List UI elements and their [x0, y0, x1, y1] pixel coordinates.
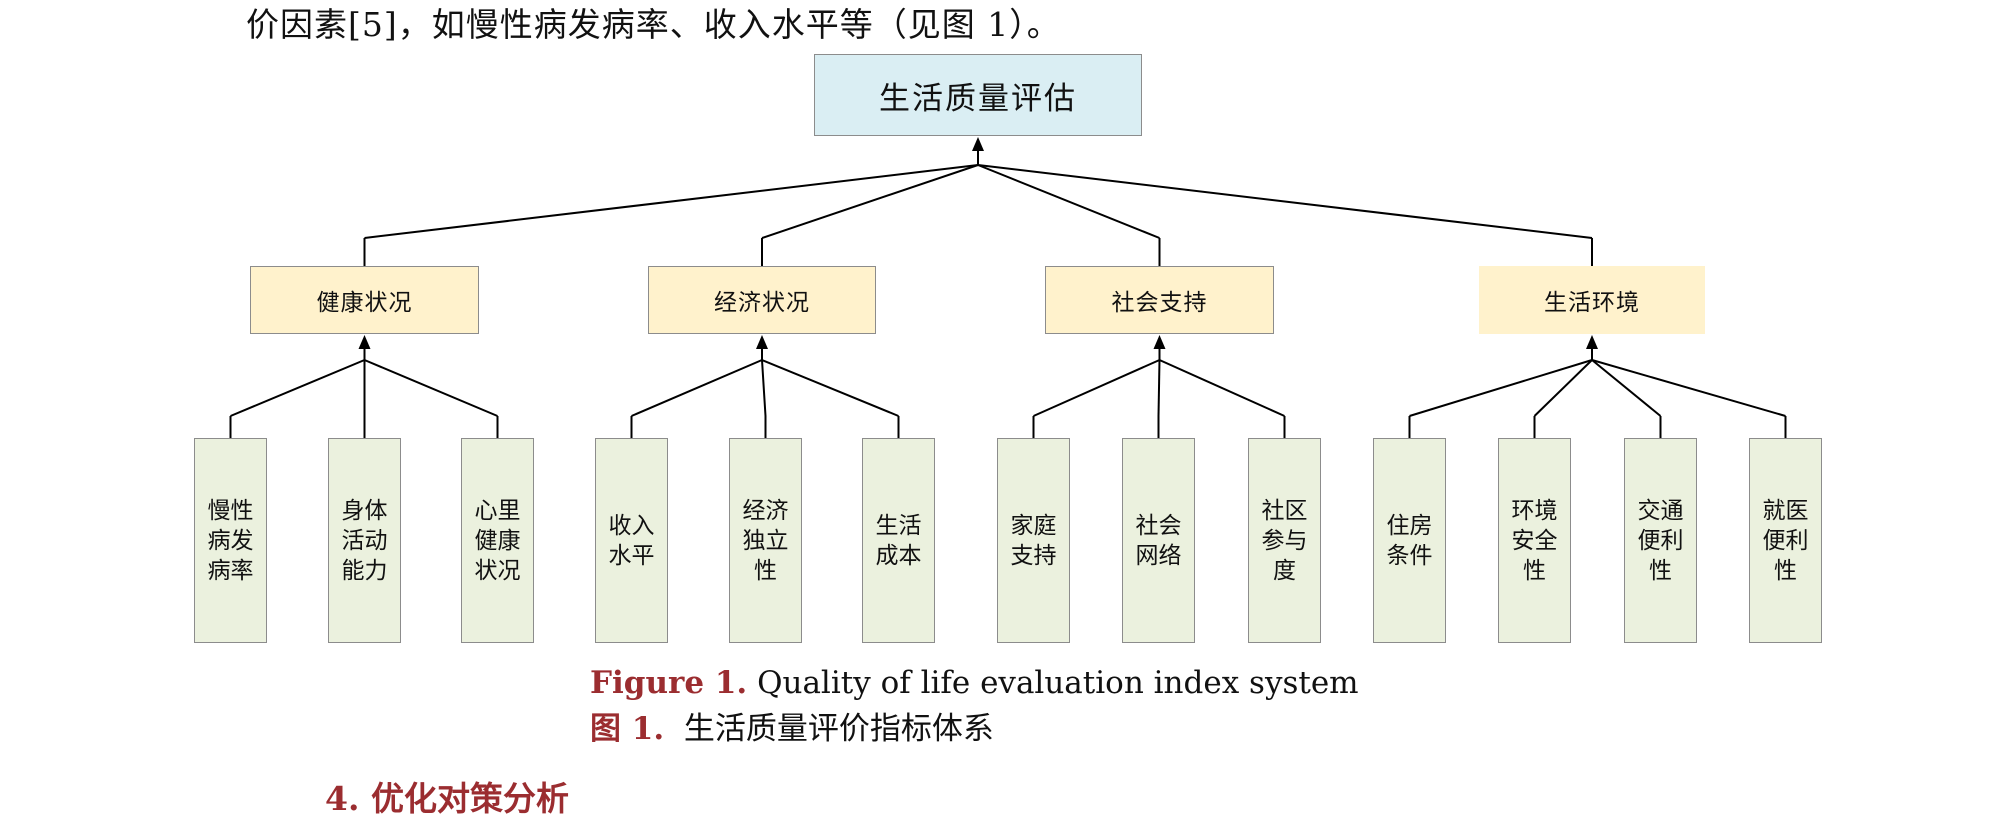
- figure-caption-english: Figure 1. Quality of life evaluation ind…: [590, 665, 1359, 701]
- indicator-label: 住房条件: [1386, 512, 1433, 569]
- indicator-node: 家庭支持: [997, 438, 1070, 643]
- arrowhead-icon: [756, 335, 768, 349]
- intro-paragraph-line: 价因素[5]，如慢性病发病率、收入水平等（见图 1）。: [246, 5, 1061, 44]
- category-node: 社会支持: [1045, 266, 1274, 334]
- indicator-label: 家庭支持: [1010, 512, 1057, 569]
- connector-line: [977, 164, 1160, 239]
- connector-line: [230, 359, 365, 417]
- arrowhead-icon: [358, 335, 371, 349]
- connector-line: [364, 359, 498, 417]
- arrowhead-icon: [972, 137, 984, 151]
- indicator-node: 收入水平: [595, 438, 668, 643]
- indicator-node: 住房条件: [1373, 438, 1446, 643]
- indicator-node: 社会网络: [1122, 438, 1195, 643]
- connector-line: [1409, 359, 1593, 417]
- indicator-node: 生活成本: [862, 438, 935, 643]
- indicator-node: 经济独立性: [729, 438, 802, 643]
- figure-label-english: Figure 1.: [590, 665, 748, 701]
- indicator-node: 心里健康状况: [461, 438, 534, 643]
- hierarchy-connector-lines: [229, 137, 1787, 438]
- figure-label-chinese: 图 1.: [590, 711, 665, 747]
- indicator-node: 就医便利性: [1749, 438, 1822, 643]
- arrowhead-icon: [1153, 335, 1166, 349]
- indicator-label: 心里健康状况: [474, 497, 521, 584]
- indicator-node: 慢性病发病率: [194, 438, 267, 643]
- connector-line: [1591, 359, 1786, 417]
- connector-line: [1591, 359, 1662, 417]
- category-node: 健康状况: [250, 266, 479, 334]
- category-node: 经济状况: [648, 266, 876, 334]
- indicator-label: 交通便利性: [1637, 497, 1684, 584]
- figure-title-chinese: 生活质量评价指标体系: [664, 711, 994, 747]
- indicator-label: 社区参与度: [1261, 497, 1308, 584]
- indicator-label: 身体活动能力: [341, 497, 388, 584]
- indicator-node: 环境安全性: [1498, 438, 1571, 643]
- connector-line: [631, 359, 763, 417]
- indicator-label: 生活成本: [875, 512, 922, 569]
- indicator-label: 经济独立性: [742, 497, 789, 584]
- connector-line: [1533, 359, 1593, 417]
- indicator-label: 社会网络: [1135, 512, 1182, 569]
- arrowhead-icon: [1586, 335, 1598, 349]
- indicator-label: 慢性病发病率: [207, 497, 254, 584]
- indicator-label: 就医便利性: [1762, 497, 1809, 584]
- connector-line: [977, 164, 1593, 239]
- indicator-node: 社区参与度: [1248, 438, 1321, 643]
- indicator-node: 交通便利性: [1624, 438, 1697, 643]
- connector-line: [761, 164, 979, 239]
- indicator-node: 身体活动能力: [328, 438, 401, 643]
- connector-line: [761, 359, 767, 417]
- connector-line: [364, 164, 979, 239]
- indicator-label: 环境安全性: [1511, 497, 1558, 584]
- root-node: 生活质量评估: [814, 54, 1142, 136]
- next-section-heading: 4. 优化对策分析: [325, 779, 569, 818]
- indicator-label: 收入水平: [608, 512, 655, 569]
- figure-caption-chinese: 图 1. 生活质量评价指标体系: [590, 703, 994, 748]
- category-node: 生活环境: [1479, 266, 1705, 334]
- connector-line: [761, 359, 899, 417]
- figure-title-english: Quality of life evaluation index system: [747, 665, 1359, 701]
- connector-line: [1157, 359, 1161, 417]
- connector-line: [1033, 359, 1160, 417]
- connector-line: [1159, 359, 1285, 417]
